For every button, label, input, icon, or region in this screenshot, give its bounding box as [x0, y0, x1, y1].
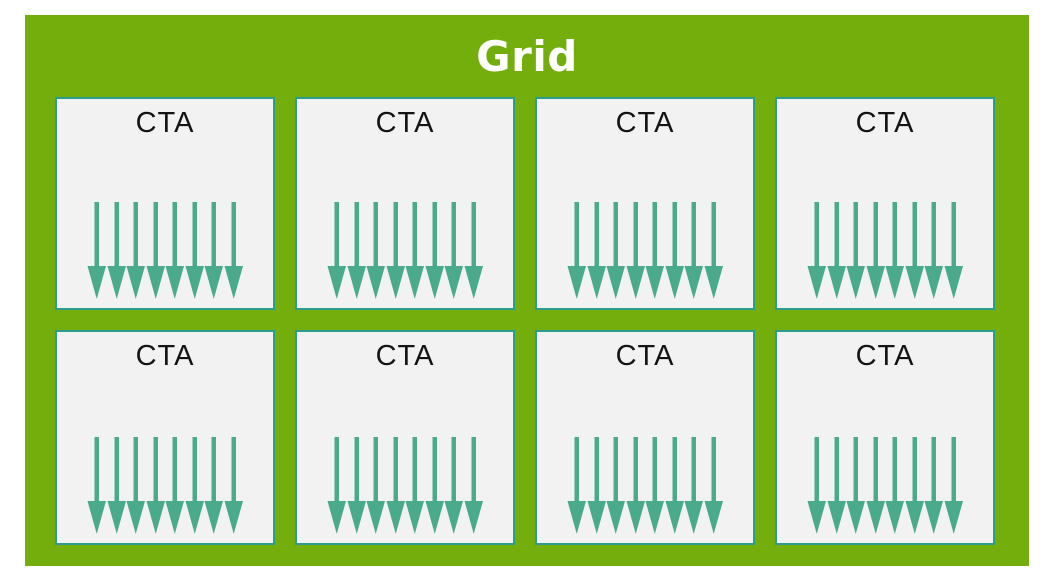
down-arrow-icon: [386, 202, 405, 299]
down-arrow-icon: [347, 437, 366, 534]
down-arrow-icon: [327, 202, 346, 299]
down-arrow-icon: [587, 437, 606, 534]
down-arrow-icon: [885, 437, 904, 534]
down-arrow-icon: [587, 202, 606, 299]
down-arrow-icon: [626, 437, 645, 534]
down-arrow-icon: [386, 437, 405, 534]
down-arrow-icon: [224, 437, 243, 534]
thread-arrows: [327, 437, 483, 534]
down-arrow-icon: [185, 202, 204, 299]
down-arrow-icon: [87, 202, 106, 299]
down-arrow-icon: [107, 202, 126, 299]
down-arrow-icon: [944, 437, 963, 534]
down-arrow-icon: [165, 202, 184, 299]
down-arrow-icon: [366, 437, 385, 534]
down-arrow-icon: [204, 437, 223, 534]
cta-box: CTA: [535, 97, 755, 310]
down-arrow-icon: [665, 437, 684, 534]
cta-box: CTA: [295, 330, 515, 545]
down-arrow-icon: [866, 202, 885, 299]
down-arrow-icon: [327, 437, 346, 534]
down-arrow-icon: [126, 437, 145, 534]
down-arrow-icon: [866, 437, 885, 534]
down-arrow-icon: [846, 437, 865, 534]
down-arrow-icon: [827, 202, 846, 299]
down-arrow-icon: [846, 202, 865, 299]
down-arrow-icon: [665, 202, 684, 299]
down-arrow-icon: [645, 202, 664, 299]
cta-grid: CTA CTA CTA CTA CTA CTA: [55, 97, 995, 545]
down-arrow-icon: [204, 202, 223, 299]
cta-box: CTA: [535, 330, 755, 545]
down-arrow-icon: [626, 202, 645, 299]
down-arrow-icon: [905, 437, 924, 534]
thread-arrows: [327, 202, 483, 299]
cta-box: CTA: [295, 97, 515, 310]
thread-arrows: [567, 437, 723, 534]
down-arrow-icon: [807, 437, 826, 534]
down-arrow-icon: [704, 437, 723, 534]
down-arrow-icon: [645, 437, 664, 534]
thread-arrows: [87, 437, 243, 534]
down-arrow-icon: [444, 437, 463, 534]
down-arrow-icon: [425, 202, 444, 299]
cta-label: CTA: [135, 340, 195, 372]
down-arrow-icon: [606, 202, 625, 299]
down-arrow-icon: [567, 202, 586, 299]
down-arrow-icon: [126, 202, 145, 299]
down-arrow-icon: [704, 202, 723, 299]
down-arrow-icon: [347, 202, 366, 299]
cta-label: CTA: [615, 340, 675, 372]
cta-box: CTA: [55, 330, 275, 545]
cta-box: CTA: [775, 97, 995, 310]
down-arrow-icon: [567, 437, 586, 534]
down-arrow-icon: [944, 202, 963, 299]
cta-label: CTA: [375, 340, 435, 372]
cta-label: CTA: [855, 107, 915, 139]
down-arrow-icon: [146, 437, 165, 534]
thread-arrows: [87, 202, 243, 299]
down-arrow-icon: [224, 202, 243, 299]
down-arrow-icon: [684, 437, 703, 534]
down-arrow-icon: [905, 202, 924, 299]
grid-frame: Grid CTA CTA CTA CTA CTA: [25, 15, 1029, 566]
down-arrow-icon: [405, 202, 424, 299]
down-arrow-icon: [425, 437, 444, 534]
thread-arrows: [807, 202, 963, 299]
grid-title: Grid: [476, 31, 578, 81]
down-arrow-icon: [165, 437, 184, 534]
cta-label: CTA: [135, 107, 195, 139]
down-arrow-icon: [464, 437, 483, 534]
down-arrow-icon: [924, 437, 943, 534]
cta-label: CTA: [855, 340, 915, 372]
down-arrow-icon: [146, 202, 165, 299]
down-arrow-icon: [107, 437, 126, 534]
cta-label: CTA: [615, 107, 675, 139]
down-arrow-icon: [684, 202, 703, 299]
down-arrow-icon: [606, 437, 625, 534]
down-arrow-icon: [405, 437, 424, 534]
cta-box: CTA: [55, 97, 275, 310]
down-arrow-icon: [827, 437, 846, 534]
down-arrow-icon: [885, 202, 904, 299]
down-arrow-icon: [366, 202, 385, 299]
cta-box: CTA: [775, 330, 995, 545]
thread-arrows: [807, 437, 963, 534]
down-arrow-icon: [185, 437, 204, 534]
down-arrow-icon: [464, 202, 483, 299]
thread-arrows: [567, 202, 723, 299]
down-arrow-icon: [444, 202, 463, 299]
down-arrow-icon: [87, 437, 106, 534]
cta-label: CTA: [375, 107, 435, 139]
down-arrow-icon: [807, 202, 826, 299]
down-arrow-icon: [924, 202, 943, 299]
